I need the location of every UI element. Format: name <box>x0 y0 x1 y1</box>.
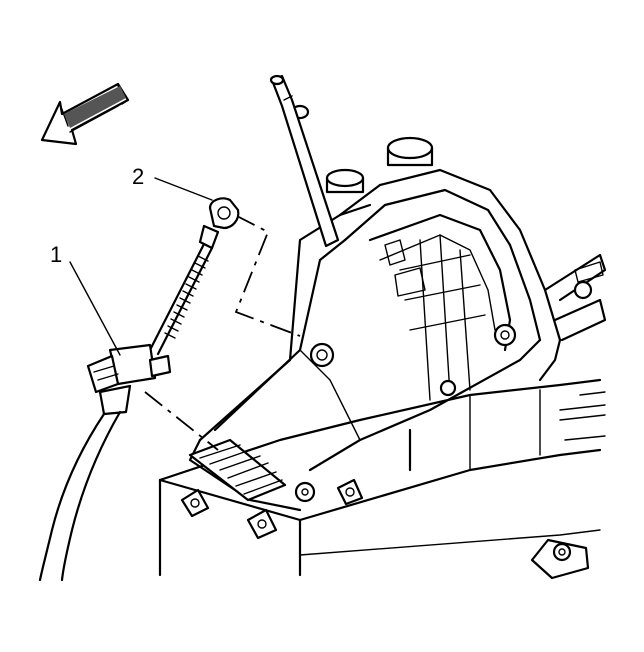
forward-direction-arrow-icon <box>40 82 130 146</box>
cable-end-fitting <box>198 197 240 250</box>
cable-retainer-clip <box>86 343 172 416</box>
callout-2: 2 <box>132 164 144 189</box>
shift-lever <box>269 74 340 248</box>
shift-cable <box>38 410 122 582</box>
callout-1: 1 <box>50 242 62 267</box>
leader-lines <box>69 177 213 356</box>
mounting-clips <box>180 478 364 540</box>
installation-guide-lines <box>144 214 301 451</box>
side-bracket <box>543 253 607 342</box>
cable-threaded-rod <box>148 242 214 356</box>
shifter-bracket <box>188 104 562 512</box>
base-mounting-bolt <box>530 538 590 580</box>
floor-console-base <box>158 378 606 577</box>
